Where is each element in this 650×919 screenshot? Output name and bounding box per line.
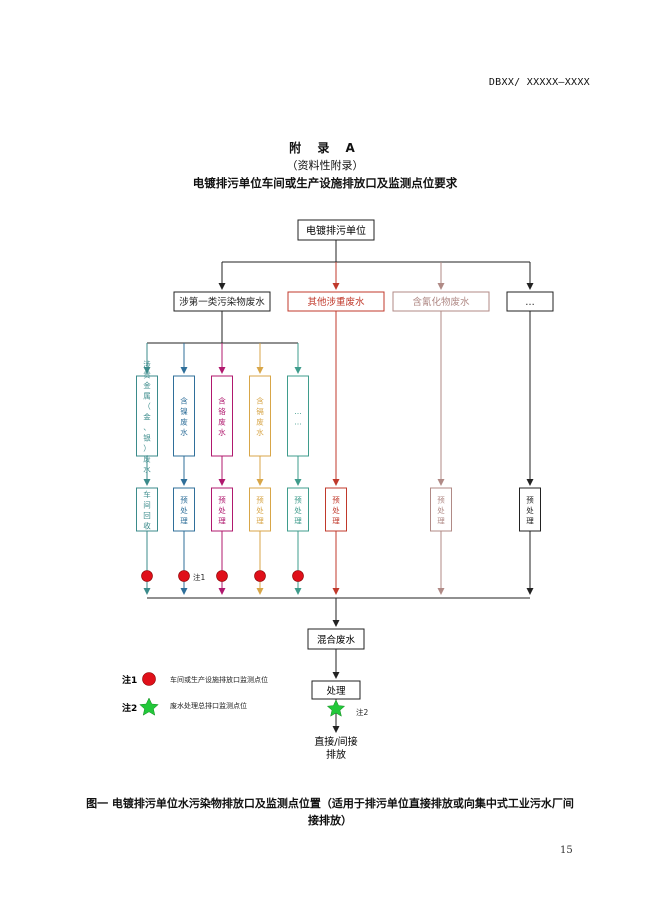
monitor-point-dot [254,570,266,582]
subtype-box [173,375,195,457]
process-label: 处理 [326,685,346,697]
treatment-label: 预处理 [294,494,302,525]
category-label: 其他涉重废水 [307,296,365,308]
discharge-label-line1: 直接/间接 [314,735,357,748]
subtype-label: 含镉废水 [256,396,264,438]
document-code: DBXX/ XXXXX—XXXX [488,77,590,88]
monitor-point-dot [292,570,304,582]
treatment-label: 预处理 [256,494,264,525]
subtype-box [249,375,271,457]
monitor-point-dot [141,570,153,582]
figure-caption-line1: 图一 电镀排污单位水污染物排放口及监测点位置（适用于排污单位直接排放或向集中式工… [86,797,574,810]
subtype-box [211,375,233,457]
page-number: 15 [560,845,573,856]
star-icon [139,697,159,716]
monitor-point-dot [178,570,190,582]
root-label: 电镀排污单位 [306,224,366,237]
treatment-label: 预处理 [218,494,226,525]
star-icon [326,699,346,717]
treatment-label: 预处理 [526,494,534,525]
note2-marker: 注2 [356,707,368,717]
figure-caption-line2: 接排放） [308,814,352,827]
treatment-label: 预处理 [180,494,188,525]
appendix-subtitle: （资料性附录） [286,159,364,172]
category-label: 含氰化物废水 [412,296,470,308]
red-dot-icon [142,672,156,686]
subtype-label: 含镍废水 [180,396,188,438]
appendix-title: 附 录 A [289,141,361,155]
legend-note2-text: 废水处理总排口监测点位 [170,701,247,710]
note1-marker: 注1 [193,572,205,582]
legend-note2-tag: 注2 [122,702,137,714]
mixed-label: 混合废水 [317,634,356,646]
appendix-heading: 电镀排污单位车间或生产设施排放口及监测点位要求 [192,176,458,190]
subtype-label: 含铬废水 [218,396,226,438]
category-label: 涉第一类污染物废水 [179,296,265,308]
legend-note1-text: 车间或生产设施排放口监测点位 [170,675,268,684]
category-label: … [525,297,535,308]
subtype-box [287,375,309,457]
monitor-point-dot [216,570,228,582]
discharge-label-line2: 排放 [326,748,346,761]
legend-note1-tag: 注1 [122,674,137,686]
subtype-label: …… [294,407,302,427]
treatment-label: 预处理 [332,494,340,525]
treatment-label: 车间回收 [143,489,151,531]
treatment-label: 预处理 [437,494,445,525]
